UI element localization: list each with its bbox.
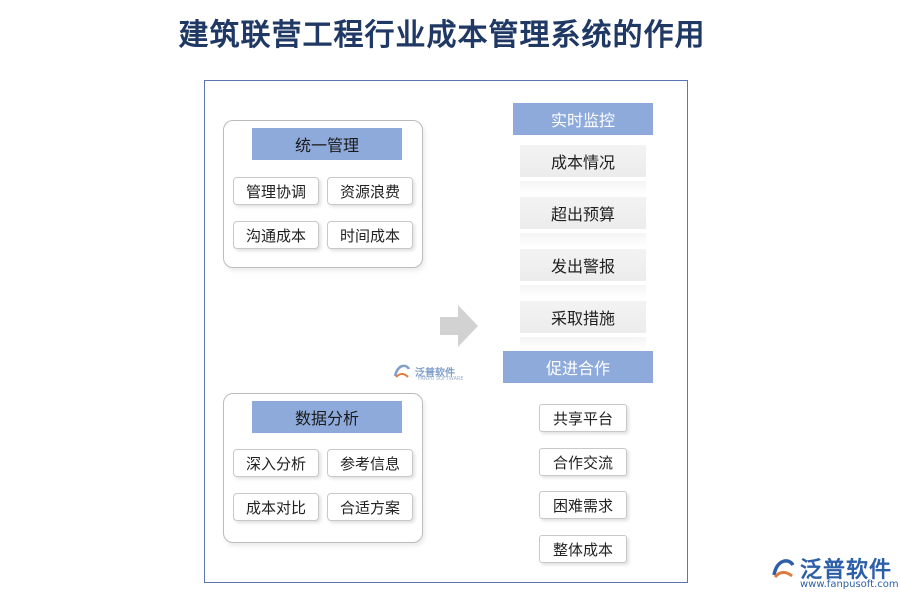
watermark-sub: FANPU SOFTWARE [418, 376, 464, 382]
arrow-right-icon [440, 305, 478, 347]
watermark-logo-icon [393, 364, 411, 378]
page-title: 建筑联营工程行业成本管理系统的作用 [178, 18, 706, 53]
brand-name: 泛普软件 [800, 558, 893, 583]
cooperation-item-2: 合作交流 [539, 448, 627, 476]
unified-item-3: 沟通成本 [233, 221, 319, 249]
monitoring-item-2: 超出预算 [520, 197, 646, 229]
unified-management-group: 统一管理 管理协调 资源浪费 沟通成本 时间成本 [223, 120, 423, 268]
unified-management-heading: 统一管理 [252, 128, 402, 160]
fanpu-logo-icon [772, 559, 795, 579]
monitoring-item-2-reflection [520, 233, 646, 247]
brand-logo: 泛普软件 [770, 552, 892, 584]
analysis-item-3: 成本对比 [233, 493, 319, 521]
monitoring-item-1: 成本情况 [520, 145, 646, 177]
analysis-item-1: 深入分析 [233, 449, 319, 477]
monitoring-item-3-reflection [520, 285, 646, 299]
data-analysis-group: 数据分析 深入分析 参考信息 成本对比 合适方案 [223, 393, 423, 543]
unified-item-1: 管理协调 [233, 177, 319, 205]
cooperation-heading: 促进合作 [503, 351, 653, 383]
watermark: 泛普软件 [392, 362, 455, 380]
watermark-name: 泛普软件 [415, 367, 455, 379]
analysis-item-2: 参考信息 [327, 449, 413, 477]
monitoring-item-4: 采取措施 [520, 301, 646, 333]
monitoring-item-3: 发出警报 [520, 249, 646, 281]
cooperation-item-3: 困难需求 [539, 491, 627, 519]
unified-item-2: 资源浪费 [327, 177, 413, 205]
brand-url: www.fanpusoft.com [800, 579, 899, 590]
cooperation-item-4: 整体成本 [539, 535, 627, 563]
monitoring-heading: 实时监控 [513, 103, 653, 135]
data-analysis-heading: 数据分析 [252, 401, 402, 433]
cooperation-item-1: 共享平台 [539, 404, 627, 432]
monitoring-item-4-reflection [520, 337, 646, 351]
unified-item-4: 时间成本 [327, 221, 413, 249]
monitoring-item-1-reflection [520, 181, 646, 195]
analysis-item-4: 合适方案 [327, 493, 413, 521]
